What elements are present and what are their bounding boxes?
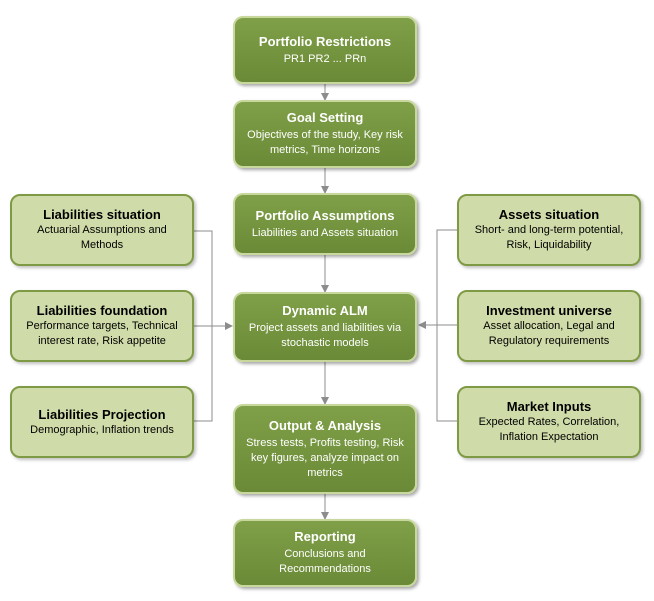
box-body: Performance targets, Technical interest … bbox=[26, 320, 178, 347]
portfolio-assumptions-box: Portfolio Assumptions Liabilities and As… bbox=[233, 193, 417, 255]
investment-universe-box: Investment universe Asset allocation, Le… bbox=[457, 290, 641, 362]
liabilities-situation-box: Liabilities situation Actuarial Assumpti… bbox=[10, 194, 194, 266]
market-inputs-box: Market Inputs Expected Rates, Correlatio… bbox=[457, 386, 641, 458]
box-body: Short- and long-term potential, Risk, Li… bbox=[474, 224, 624, 251]
box-body: Project assets and liabilities via stoch… bbox=[248, 322, 402, 349]
output-analysis-box: Output & Analysis Stress tests, Profits … bbox=[233, 404, 417, 494]
box-title: Output & Analysis bbox=[268, 417, 382, 433]
portfolio-restrictions-box: Portfolio Restrictions PR1 PR2 ... PRn bbox=[233, 16, 417, 84]
liabilities-foundation-box: Liabilities foundation Performance targe… bbox=[10, 290, 194, 362]
box-title: Market Inputs bbox=[506, 399, 592, 414]
box-title: Portfolio Assumptions bbox=[255, 207, 395, 223]
box-title: Investment universe bbox=[486, 303, 612, 318]
box-title: Liabilities Projection bbox=[38, 406, 166, 422]
assets-situation-box: Assets situation Short- and long-term po… bbox=[457, 194, 641, 266]
box-body: Asset allocation, Legal and Regulatory r… bbox=[483, 320, 615, 347]
box-body: Demographic, Inflation trends bbox=[30, 423, 174, 436]
box-title: Liabilities situation bbox=[43, 207, 161, 222]
box-body: Liabilities and Assets situation bbox=[251, 226, 399, 239]
liabilities-projection-box: Liabilities Projection Demographic, Infl… bbox=[10, 386, 194, 458]
box-title: Assets situation bbox=[498, 207, 600, 222]
box-title: Portfolio Restrictions bbox=[258, 33, 392, 49]
box-body: Expected Rates, Correlation, Inflation E… bbox=[478, 416, 620, 443]
box-title: Goal Setting bbox=[286, 110, 364, 125]
goal-setting-box: Goal Setting Objectives of the study, Ke… bbox=[233, 100, 417, 168]
box-body: Actuarial Assumptions and Methods bbox=[37, 224, 167, 251]
box-body: PR1 PR2 ... PRn bbox=[283, 52, 367, 65]
box-title: Liabilities foundation bbox=[36, 303, 168, 318]
dynamic-alm-box: Dynamic ALM Project assets and liabiliti… bbox=[233, 292, 417, 362]
reporting-box: Reporting Conclusions and Recommendation… bbox=[233, 519, 417, 587]
box-body: Objectives of the study, Key risk metric… bbox=[247, 129, 403, 156]
box-body: Conclusions and Recommendations bbox=[279, 548, 371, 575]
box-title: Dynamic ALM bbox=[282, 303, 368, 318]
box-body: Stress tests, Profits testing, Risk key … bbox=[246, 436, 404, 479]
box-title: Reporting bbox=[294, 529, 356, 544]
